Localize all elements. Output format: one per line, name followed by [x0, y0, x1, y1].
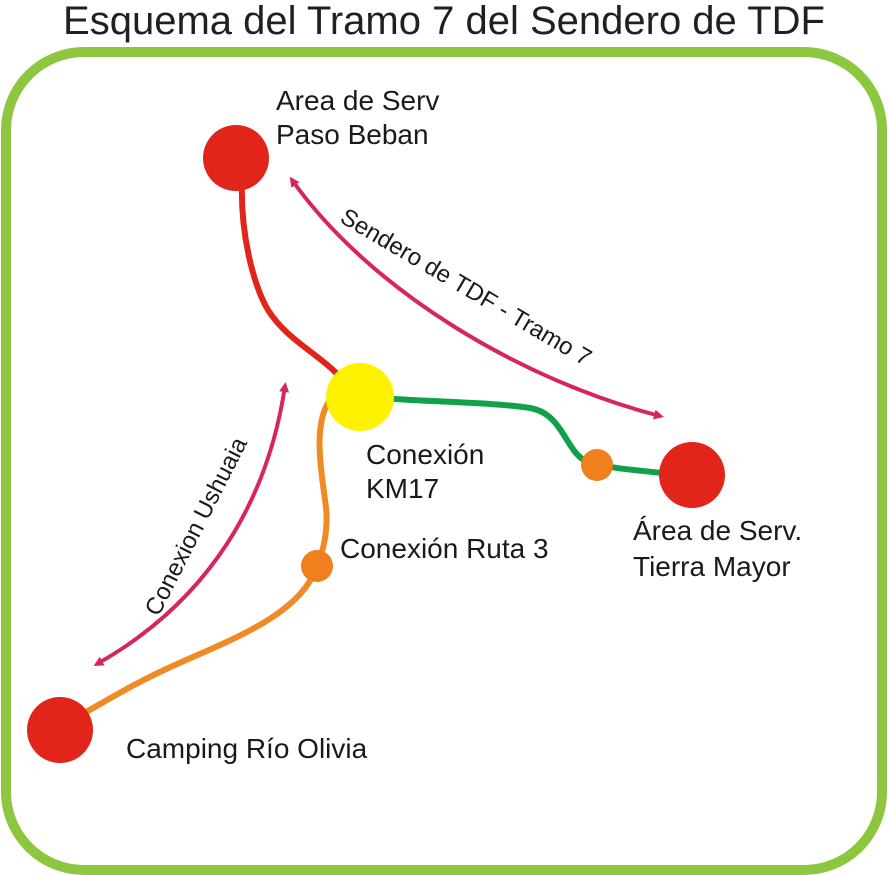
node-paso-beban	[203, 125, 269, 191]
arrow-sendero-tramo-7	[289, 176, 664, 420]
node-rio-olivia	[27, 697, 93, 763]
label-tierra-mayor-line1: Área de Serv.	[633, 515, 802, 546]
path-paso-beban-km17	[238, 177, 351, 391]
label-sendero-tramo-7: Sendero de TDF - Tramo 7	[336, 203, 596, 372]
label-rio-olivia: Camping Río Olivia	[126, 733, 368, 764]
label-tierra-mayor-line2: Tierra Mayor	[633, 551, 791, 582]
label-ruta-3: Conexión Ruta 3	[340, 533, 549, 564]
label-paso-beban-line1: Area de Serv	[276, 85, 439, 116]
path-km17-rio-olivia	[72, 397, 333, 721]
node-km17	[326, 363, 394, 431]
diagram-title: Esquema del Tramo 7 del Sendero de TDF	[63, 0, 825, 43]
label-km17-line1: Conexión	[366, 439, 484, 470]
green-frame	[1, 47, 887, 875]
node-tierra-mayor	[659, 442, 725, 508]
label-paso-beban-line2: Paso Beban	[276, 119, 429, 150]
label-km17-line2: KM17	[366, 473, 439, 504]
arrow-conexion-ushuaia	[93, 382, 290, 666]
node-ruta-3	[301, 550, 333, 582]
node-tierra-mayor-junction	[581, 449, 613, 481]
